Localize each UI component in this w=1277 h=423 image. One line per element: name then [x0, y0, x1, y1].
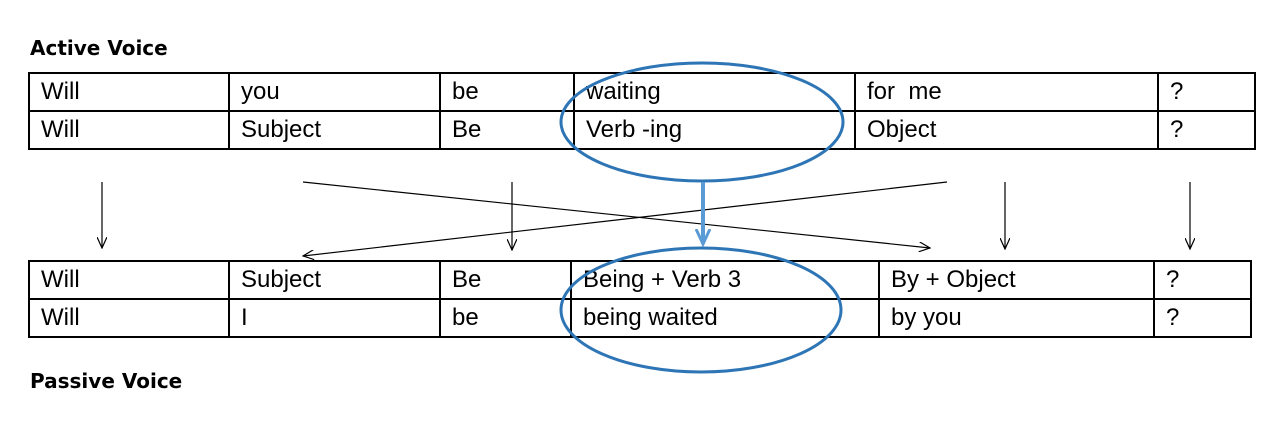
table-cell: Subject	[228, 260, 441, 300]
table-cell: Verb -ing	[573, 110, 856, 150]
table-cell: Subject	[228, 110, 441, 150]
active-voice-heading: Active Voice	[30, 36, 168, 60]
table-cell: Object	[854, 110, 1159, 150]
table-cell: you	[228, 72, 441, 112]
table-cell: ?	[1153, 260, 1252, 300]
table-row: Will I be being waited by you ?	[28, 298, 1252, 338]
table-cell: be	[439, 72, 575, 112]
table-cell: Will	[28, 72, 230, 112]
table-cell: Be	[439, 260, 572, 300]
passive-voice-table: Will Subject Be Being + Verb 3 By + Obje…	[28, 260, 1252, 338]
table-cell: I	[228, 298, 441, 338]
table-cell: by you	[878, 298, 1155, 338]
table-cell: Will	[28, 260, 230, 300]
table-row: Will Subject Be Being + Verb 3 By + Obje…	[28, 260, 1252, 300]
arrow-subject-to-by-object	[302, 181, 930, 248]
table-row: Will you be waiting for me ?	[28, 72, 1256, 112]
table-cell: Being + Verb 3	[570, 260, 880, 300]
table-cell: being waited	[570, 298, 880, 338]
table-cell: ?	[1157, 110, 1256, 150]
table-row: Will Subject Be Verb -ing Object ?	[28, 110, 1256, 150]
table-cell: By + Object	[878, 260, 1155, 300]
table-cell: for me	[854, 72, 1159, 112]
table-cell: Will	[28, 110, 230, 150]
active-voice-table: Will you be waiting for me ? Will Subjec…	[28, 72, 1256, 150]
arrow-object-to-subject	[303, 181, 948, 256]
table-cell: Will	[28, 298, 230, 338]
table-cell: waiting	[573, 72, 856, 112]
table-cell: ?	[1157, 72, 1256, 112]
passive-voice-heading: Passive Voice	[30, 369, 183, 393]
table-cell: Be	[439, 110, 575, 150]
table-cell: be	[439, 298, 572, 338]
table-cell: ?	[1153, 298, 1252, 338]
